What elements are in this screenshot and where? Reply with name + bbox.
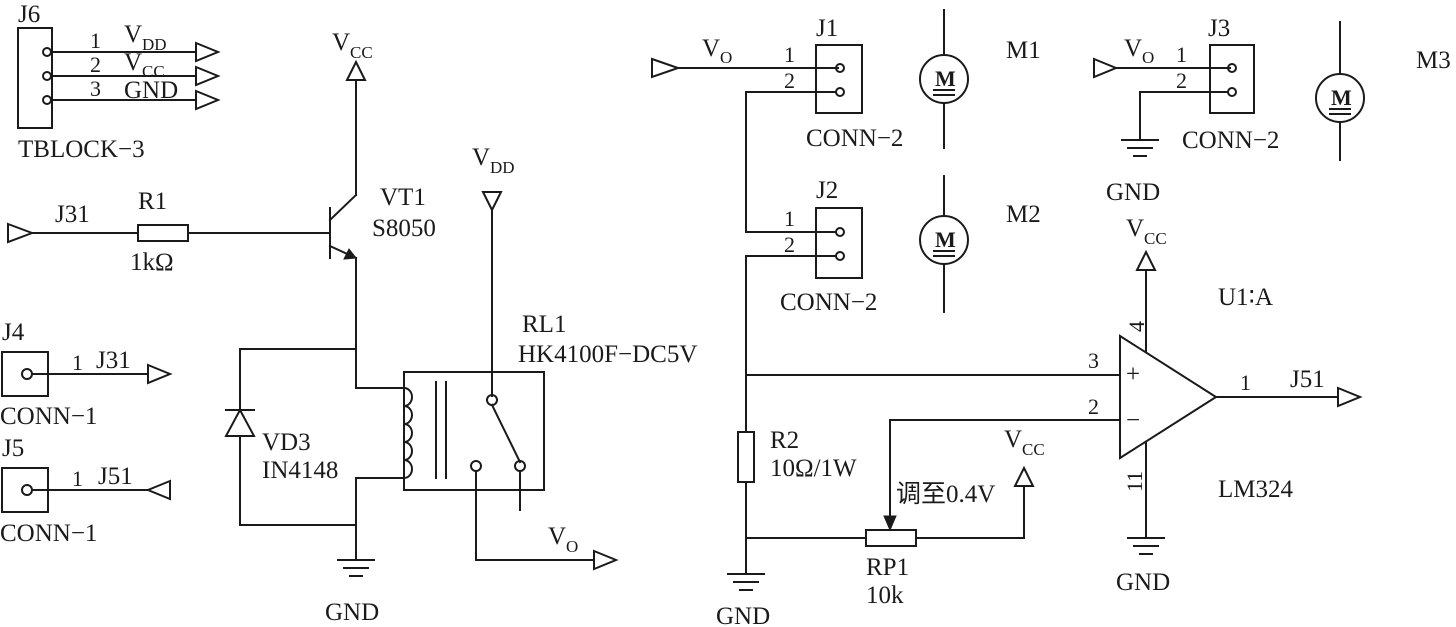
j1-vo-sub: O <box>720 48 732 67</box>
rl1-vdd-label: V <box>472 144 490 171</box>
j6-net2: V <box>124 49 142 76</box>
vd3-part: IN4148 <box>262 457 338 484</box>
u1-minus: − <box>1126 407 1140 434</box>
rl1-part: HK4100F−DC5V <box>518 341 697 368</box>
j3-ref: J3 <box>1208 15 1230 42</box>
j4-connector: J4 CONN−1 1 J31 <box>0 319 173 430</box>
vd3-diode: VD3 IN4148 <box>224 348 357 526</box>
j2-ref: J2 <box>816 177 838 204</box>
r1-value: 1kΩ <box>130 249 174 276</box>
u1-pin3: 3 <box>1088 348 1099 373</box>
j1-pin2: 2 <box>784 68 795 93</box>
gnd-relay-label: GND <box>325 599 379 626</box>
j3-vo-label: V <box>1124 35 1142 62</box>
u1-output-net: J51 <box>1290 366 1325 393</box>
r1-ref: R1 <box>138 188 167 215</box>
j6-part: TBLOCK−3 <box>18 136 145 163</box>
j3-part: CONN−2 <box>1182 127 1279 154</box>
j6-terminal-block: J6 TBLOCK−3 1 2 3 V DD V CC GND <box>17 1 221 163</box>
j31-input-label: J31 <box>55 201 90 228</box>
j2-pin2: 2 <box>784 232 795 257</box>
j6-pin3: 3 <box>90 76 101 101</box>
j3-gnd-label: GND <box>1106 179 1160 206</box>
u1-pin2: 2 <box>1088 394 1099 419</box>
j6-pin1: 1 <box>90 28 101 53</box>
j4-net: J31 <box>96 347 131 374</box>
vt1-vcc-label: V <box>332 29 350 56</box>
r2-ref: R2 <box>770 427 799 454</box>
m1-symbol: M <box>935 66 956 91</box>
j6-net1: V <box>124 21 142 48</box>
j2-pin1: 1 <box>784 206 795 231</box>
rp1-vcc-label: V <box>1004 426 1022 453</box>
j5-part: CONN−1 <box>0 520 97 547</box>
motor-m1: M M1 <box>919 9 1041 149</box>
j1-part: CONN−2 <box>806 125 903 152</box>
m3-symbol: M <box>1331 85 1352 110</box>
u1-gnd-label: GND <box>1116 569 1170 596</box>
r2-sense-resistor: R2 10Ω/1W GND <box>716 255 1121 627</box>
vo-output-sub: O <box>566 537 578 556</box>
u1-opamp: + − 3 2 1 4 11 V CC U1∶A LM324 J51 GND <box>1088 215 1363 596</box>
j2-part: CONN−2 <box>780 289 877 316</box>
j3-connector: V O 1 2 J3 CONN−2 GND <box>1093 15 1279 206</box>
vt1-part: S8050 <box>372 215 436 242</box>
r1-input-stage: J31 R1 1kΩ <box>7 188 331 276</box>
j4-pin: 1 <box>72 350 83 375</box>
vd3-ref: VD3 <box>262 429 311 456</box>
j3-pin2: 2 <box>1176 68 1187 93</box>
vt1-transistor: V CC VT1 S8050 <box>328 29 436 389</box>
j1-vo-label: V <box>702 35 720 62</box>
j6-net3: GND <box>124 77 178 104</box>
m3-ref: M3 <box>1416 47 1451 74</box>
rl1-vdd-sub: DD <box>490 158 515 177</box>
j4-ref: J4 <box>2 319 25 346</box>
motor-m3: M M3 <box>1315 21 1451 161</box>
j5-pin: 1 <box>72 466 83 491</box>
vt1-vcc-sub: CC <box>350 43 373 62</box>
u1-pin1: 1 <box>1240 370 1251 395</box>
j2-connector: 1 2 J2 CONN−2 <box>745 91 877 316</box>
u1-plus: + <box>1126 361 1140 388</box>
u1-part: LM324 <box>1218 476 1294 503</box>
j6-pin2: 2 <box>90 52 101 77</box>
j1-ref: J1 <box>816 15 838 42</box>
m2-symbol: M <box>935 227 956 252</box>
motor-m2: M M2 <box>919 175 1041 313</box>
j1-pin1: 1 <box>784 42 795 67</box>
j3-vo-sub: O <box>1142 48 1154 67</box>
u1-pin11: 11 <box>1122 471 1147 492</box>
m2-ref: M2 <box>1006 201 1041 228</box>
j6-net1-sub: DD <box>142 35 167 54</box>
gnd-r2-label: GND <box>716 603 770 627</box>
j5-net: J51 <box>98 463 133 490</box>
rp1-potentiometer: V CC 调至0.4V RP1 10k <box>745 419 1121 609</box>
j3-pin1: 1 <box>1176 42 1187 67</box>
rp1-note: 调至0.4V <box>896 481 995 508</box>
m1-ref: M1 <box>1006 37 1041 64</box>
j1-connector: V O 1 2 J1 CONN−2 <box>651 15 903 152</box>
j6-net2-sub: CC <box>142 62 165 81</box>
ground-relay: GND <box>325 559 379 626</box>
j5-connector: J5 CONN−1 1 J51 <box>0 435 171 547</box>
u1-ref: U1∶A <box>1218 284 1273 311</box>
vt1-ref: VT1 <box>380 184 426 211</box>
j5-ref: J5 <box>2 435 24 462</box>
rp1-vcc-sub: CC <box>1022 440 1045 459</box>
j4-part: CONN−1 <box>0 403 97 430</box>
u1-vcc-sub: CC <box>1144 229 1167 248</box>
vo-output-label: V <box>548 523 566 550</box>
rl1-ref: RL1 <box>522 311 566 338</box>
rp1-value: 10k <box>866 582 904 609</box>
u1-vcc-label: V <box>1126 215 1144 242</box>
j6-ref: J6 <box>18 1 40 28</box>
r2-value: 10Ω/1W <box>770 455 857 482</box>
rp1-ref: RP1 <box>866 554 909 581</box>
u1-pin4: 4 <box>1124 321 1149 332</box>
rl1-relay: V DD RL1 HK4100F−DC5V V O <box>355 144 697 571</box>
